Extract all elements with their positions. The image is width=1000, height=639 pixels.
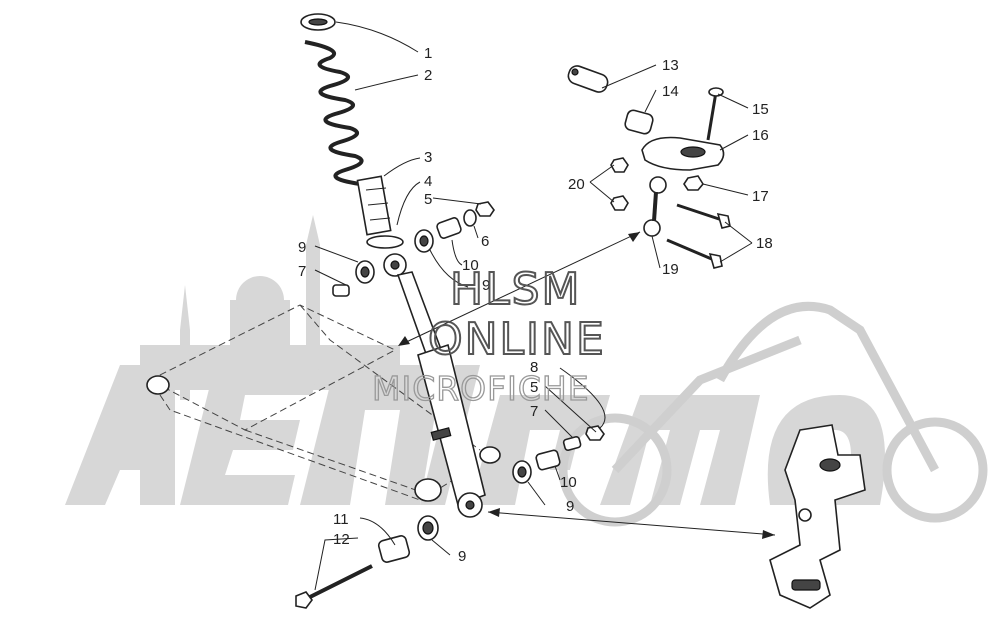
callout-4: 4 <box>424 173 432 190</box>
bolt-18-upper-icon <box>676 203 731 229</box>
callout-5b: 5 <box>530 379 538 396</box>
chopper-motorcycle-icon <box>558 301 988 527</box>
callout-13: 13 <box>662 57 679 74</box>
callout-10: 10 <box>462 257 479 274</box>
watermark-line3: MICROFICHE <box>372 369 590 408</box>
callout-3: 3 <box>424 149 432 166</box>
callout-labels: 1 2 3 4 5 6 7 8 9 10 11 12 13 14 15 16 1… <box>298 45 773 565</box>
callout-18: 18 <box>756 235 773 252</box>
bump-stop-icon <box>356 175 392 236</box>
bracket-16-icon <box>641 136 725 171</box>
shock-absorber-icon <box>383 253 486 518</box>
bushing-14-icon <box>624 109 654 135</box>
callout-9d: 9 <box>458 548 466 565</box>
callout-20: 20 <box>568 176 585 193</box>
lower-spring-seat-icon <box>366 235 404 249</box>
upper-bushing-left-9-icon <box>414 229 434 253</box>
callout-12: 12 <box>333 531 350 548</box>
callout-16: 16 <box>752 127 769 144</box>
callout-9b: 9 <box>482 277 490 294</box>
callout-9c: 9 <box>566 498 574 515</box>
upper-bushing-9-icon <box>355 260 375 284</box>
lower-spacer-11-icon <box>377 535 411 563</box>
callout-9: 9 <box>298 239 306 256</box>
rear-bracket-icon <box>769 424 866 609</box>
nut-17-icon <box>683 175 704 191</box>
upper-washer-6-icon <box>463 209 477 227</box>
watermark-line1: HLSM <box>450 264 582 315</box>
upper-sleeve-7-icon <box>332 284 350 297</box>
lower-nut-5-icon <box>585 425 605 441</box>
lower-bushing-9b-icon <box>417 515 439 541</box>
callout-6: 6 <box>481 233 489 250</box>
upper-nut-5-icon <box>475 201 495 217</box>
callout-5: 5 <box>424 191 432 208</box>
callout-14: 14 <box>662 83 679 100</box>
callout-7b: 7 <box>530 403 538 420</box>
callout-19: 19 <box>662 261 679 278</box>
link-arrow <box>398 231 641 346</box>
bolt-18-lower-icon <box>666 238 723 269</box>
coil-spring-icon <box>304 40 364 186</box>
callout-1: 1 <box>424 45 432 62</box>
lower-sleeve-7-icon <box>562 435 582 451</box>
swing-arm-frame <box>146 304 501 502</box>
nut-20-lower-icon <box>610 195 629 211</box>
hlsm-watermark: HLSM ONLINE MICROFICHE <box>371 263 606 409</box>
spring-seat-icon <box>300 13 336 31</box>
mounting-bolt-12-icon <box>295 564 373 609</box>
callout-7: 7 <box>298 263 306 280</box>
callout-11: 11 <box>333 511 349 528</box>
nut-20-upper-icon <box>610 157 629 173</box>
leader-lines <box>314 21 753 591</box>
lower-bushing-9-icon <box>512 460 532 484</box>
watermark-line2: ONLINE <box>428 314 606 365</box>
callout-2: 2 <box>424 67 432 84</box>
link-rod-19-icon <box>643 176 667 237</box>
lower-bushing-10-icon <box>535 449 561 471</box>
pivot-shaft-13-icon <box>567 65 609 93</box>
callout-15: 15 <box>752 101 769 118</box>
upper-bushing-10-icon <box>436 217 462 239</box>
callout-8: 8 <box>530 359 538 376</box>
arctic-cat-logo-icon <box>65 365 885 505</box>
callout-17: 17 <box>752 188 769 205</box>
bolt-15-icon <box>706 87 724 141</box>
bracket-arrow <box>487 508 776 539</box>
callout-10b: 10 <box>560 474 577 491</box>
